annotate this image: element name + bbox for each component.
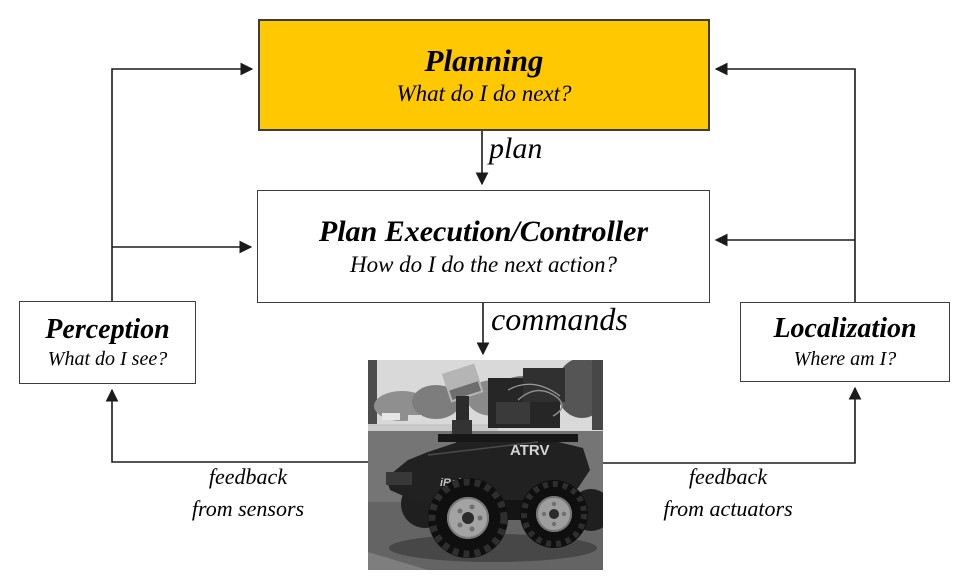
plan-execution-box: Plan Execution/Controller How do I do th… (257, 190, 710, 303)
planning-title: Planning (424, 42, 544, 78)
feedback-sensors-line2: from sensors (191, 495, 305, 521)
plan-execution-title: Plan Execution/Controller (318, 215, 649, 249)
plan-edge-label: plan (489, 132, 543, 165)
front-wheel (428, 478, 508, 558)
rear-wheel (520, 480, 588, 548)
commands-edge-label: commands (491, 301, 628, 337)
arrow-robot-to-localization (603, 386, 862, 464)
plan-execution-subtitle: How do I do the next action? (349, 251, 617, 277)
planning-subtitle: What do I do next? (396, 80, 572, 106)
feedback-sensors-line1: feedback (208, 464, 288, 489)
robot-model-label: ATRV (510, 442, 549, 459)
feedback-from-actuators-label: feedback from actuators (618, 461, 838, 525)
arrow-localization-to-planning (714, 62, 856, 302)
perception-subtitle: What do I see? (47, 348, 168, 371)
feedback-from-sensors-label: feedback from sensors (138, 461, 358, 525)
perception-box: Perception What do I see? (19, 301, 196, 384)
feedback-actuators-line2: from actuators (663, 495, 793, 521)
arrow-robot-to-perception (105, 388, 368, 463)
laser-scanner (441, 363, 484, 403)
perception-title: Perception (45, 313, 170, 345)
robot-photo: ATRV iRobot (368, 360, 603, 570)
feedback-actuators-line1: feedback (688, 464, 768, 489)
arrow-perception-to-planning (111, 62, 254, 301)
localization-box: Localization Where am I? (740, 302, 950, 382)
planning-box: Planning What do I do next? (258, 19, 710, 131)
localization-title: Localization (773, 313, 917, 345)
localization-subtitle: Where am I? (793, 347, 897, 370)
